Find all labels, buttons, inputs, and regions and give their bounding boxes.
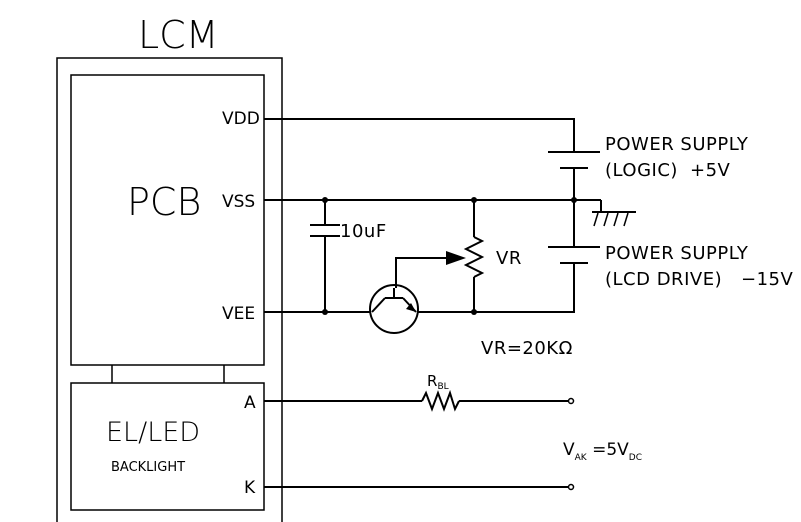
backlight-label: EL/LED (106, 417, 200, 448)
vr-resistor-zigzag (463, 236, 485, 278)
vr-label: VR (496, 248, 522, 269)
pin-a: A (244, 393, 256, 413)
resistor-label: RBL (427, 372, 449, 392)
lcm-title: LCM (138, 13, 219, 57)
logic-supply-name: (LOGIC) (605, 160, 678, 181)
transistor-icon (371, 288, 417, 313)
pcb-label: PCB (127, 180, 201, 224)
junction-vee-cap (322, 309, 328, 315)
lcm-outline (56, 57, 283, 522)
vdd-wire (264, 118, 575, 152)
a-terminal (567, 397, 575, 405)
lcd-supply-title: POWER SUPPLY (605, 243, 749, 264)
backlight-box (70, 382, 265, 511)
vak-label: VAK =5VDC (563, 440, 642, 463)
junction-vss-cap (322, 197, 328, 203)
k-terminal (567, 483, 575, 491)
junction-vss-vr (471, 197, 477, 203)
pin-vss: VSS (222, 192, 255, 212)
junction-vee-vr (471, 309, 477, 315)
vr-wiper-arrow-icon (446, 251, 466, 265)
vr-value: VR=20KΩ (481, 338, 573, 359)
pin-vee: VEE (222, 304, 255, 324)
pin-vdd: VDD (222, 109, 260, 129)
transistor-body (369, 284, 419, 334)
logic-supply-voltage: +5V (690, 160, 731, 181)
backlight-sublabel: BACKLIGHT (111, 460, 185, 475)
logic-supply-title: POWER SUPPLY (605, 134, 749, 155)
pin-k: K (244, 478, 256, 498)
vr-wiper-wire (395, 257, 448, 288)
lcd-supply-voltage: −15V (741, 269, 793, 290)
ground-icon (592, 200, 636, 227)
junction-vss-supply (571, 197, 577, 203)
capacitor-label: 10uF (340, 221, 387, 242)
lcd-battery-lead-bottom (474, 263, 575, 313)
lcd-supply-name: (LCD DRIVE) (605, 269, 722, 290)
pcb-box (70, 74, 265, 366)
backlight-resistor-zigzag (421, 389, 460, 412)
